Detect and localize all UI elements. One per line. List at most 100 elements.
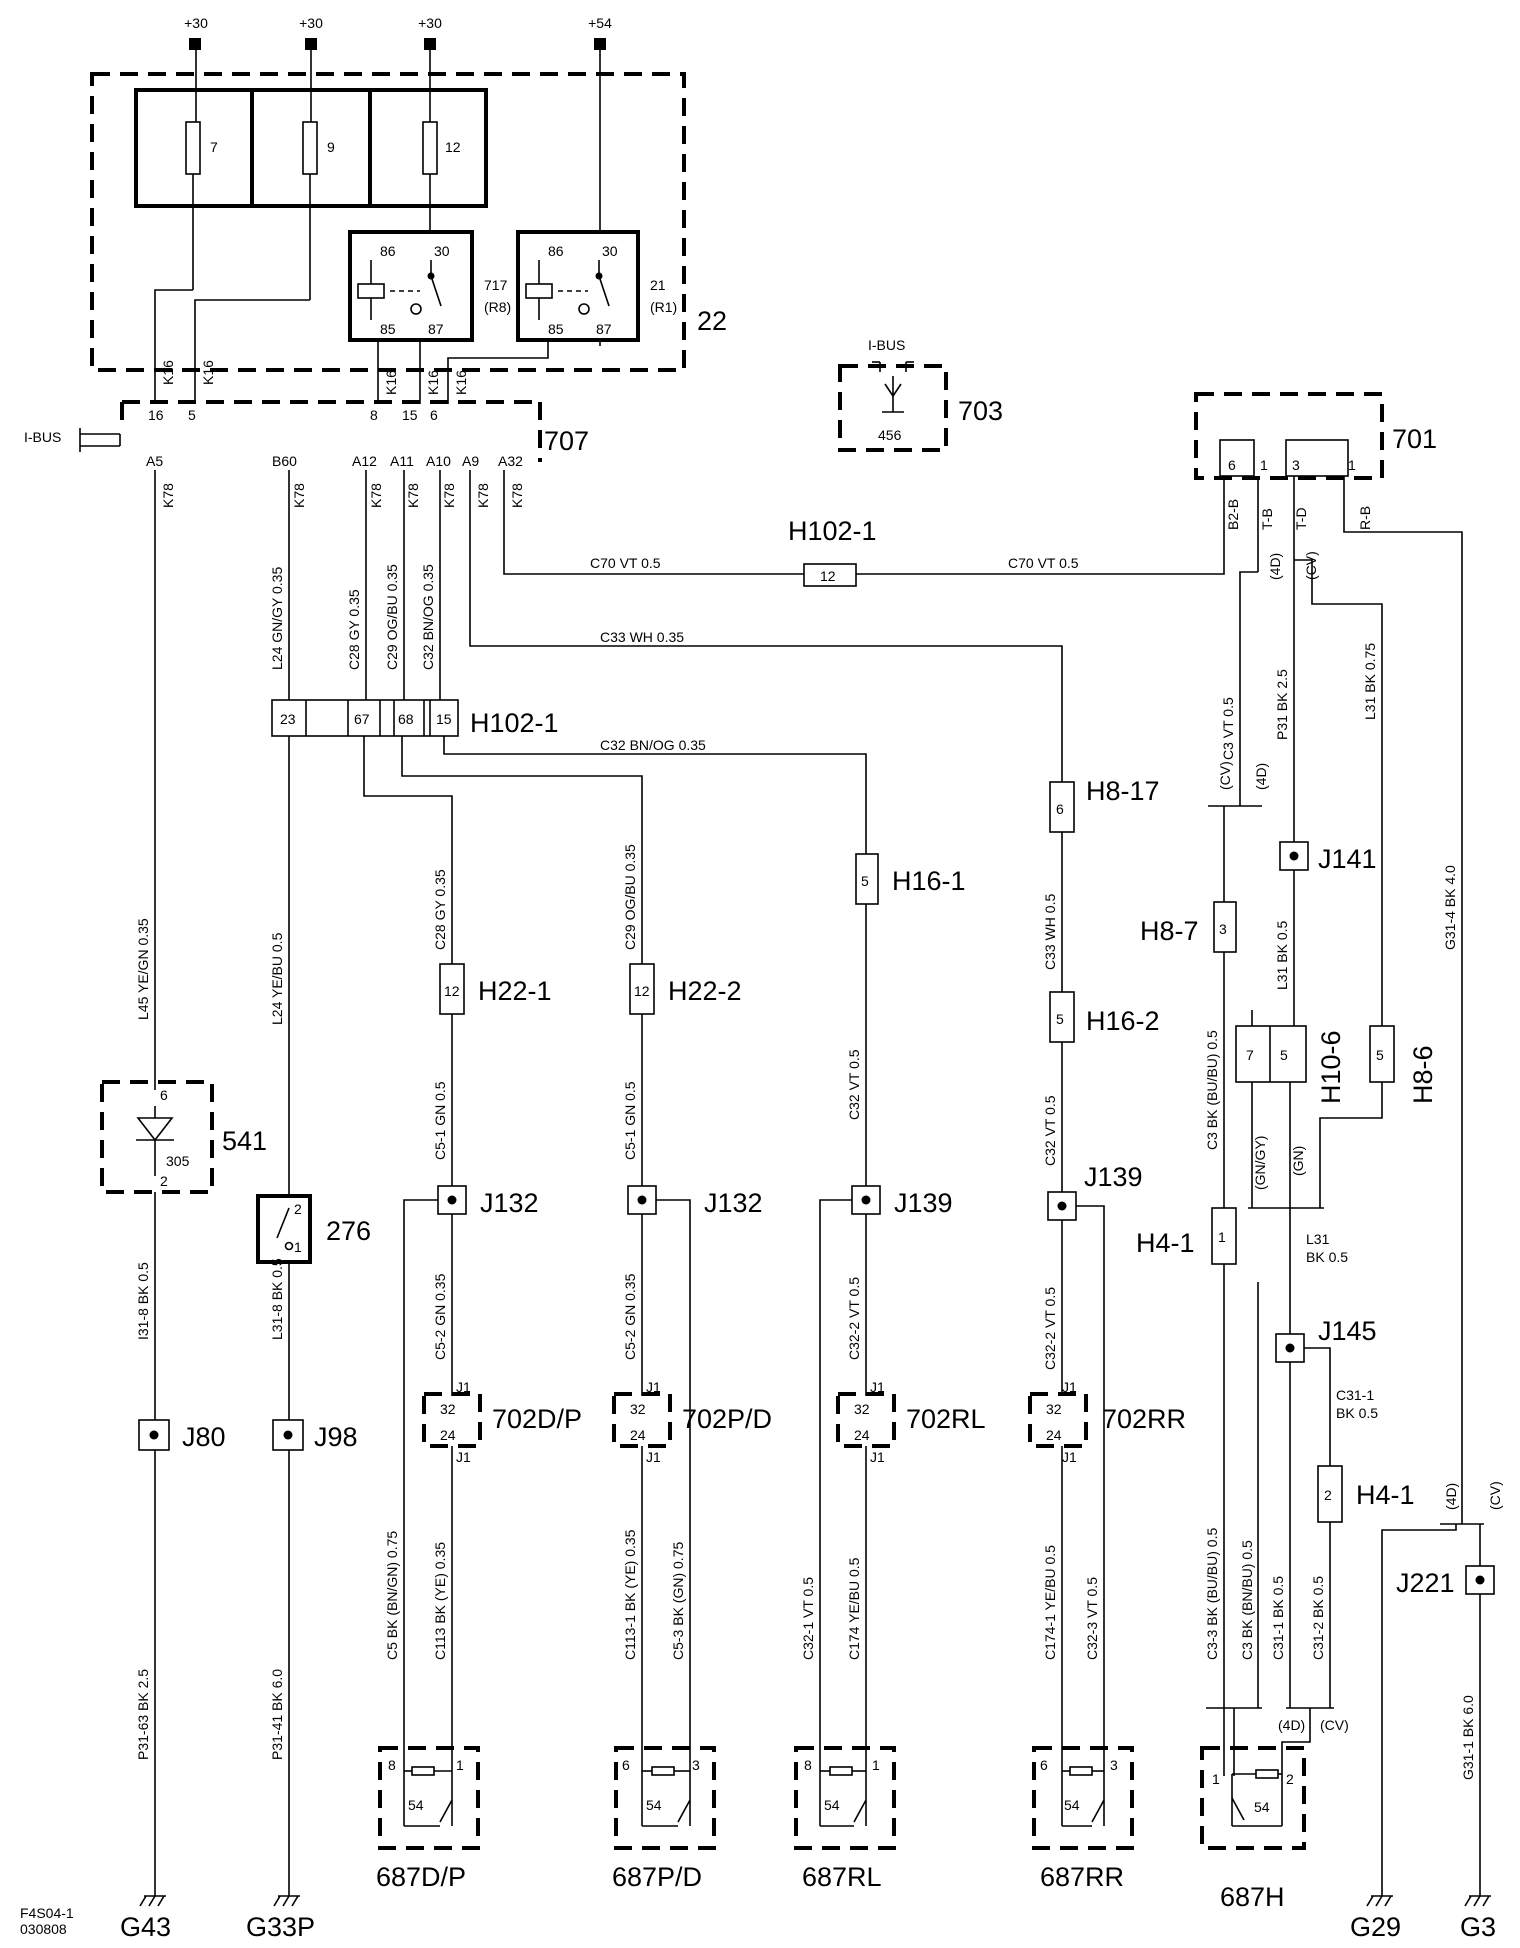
fuse-number: 7: [210, 139, 218, 155]
wire-label: C113-1 BK (YE) 0.35: [622, 1529, 638, 1660]
wire-label: BK 0.5: [1306, 1249, 1348, 1265]
wire-label: C3 VT 0.5: [1220, 697, 1236, 760]
connector-h8-7: [1213, 901, 1237, 953]
pin-number: 32: [630, 1401, 646, 1417]
relay-pin: 85: [380, 321, 396, 337]
fuse-number: 9: [327, 139, 335, 155]
wire-label: C5-2 GN 0.35: [432, 1273, 448, 1360]
wire-label: C32 VT 0.5: [1042, 1095, 1058, 1166]
module-22-label: 22: [697, 306, 727, 336]
column-d-p: C28 GY 0.35 12 H22-1 C5-1 GN 0.5 J132 C5…: [363, 736, 582, 1766]
pin-number: 1: [456, 1757, 464, 1773]
relay-717: [348, 230, 474, 342]
pin-number: 8: [804, 1757, 812, 1773]
wire-label: K78: [291, 483, 307, 508]
wire-label: K78: [405, 483, 421, 508]
connector-label: H10-6: [1316, 1030, 1346, 1104]
joint-label: J132: [480, 1188, 539, 1218]
wire-label: G31-1 BK 6.0: [1460, 1695, 1476, 1780]
wire-label: C32-3 VT 0.5: [1084, 1577, 1100, 1660]
supply-terminals: +30 +30 +30 +54: [184, 15, 612, 50]
pin-number: 6: [1040, 1757, 1048, 1773]
relay-21: [516, 230, 640, 342]
supply-label: +54: [588, 15, 612, 31]
module-702dp: [422, 1392, 482, 1448]
relay-id: 21: [650, 277, 666, 293]
joint-label: J80: [182, 1422, 226, 1452]
wire-label: C32-1 VT 0.5: [800, 1577, 816, 1660]
wire-label: I31-8 BK 0.5: [135, 1262, 151, 1340]
connector-label: H16-2: [1086, 1006, 1160, 1036]
ibus-left: I-BUS: [24, 428, 121, 452]
component-703: I-BUS 456 703: [838, 337, 1003, 452]
pin-number: 5: [188, 407, 196, 423]
pin-number: 32: [440, 1401, 456, 1417]
connector-h102-inline: [803, 563, 857, 587]
module-id: 702RR: [1102, 1404, 1186, 1434]
wire-label: C5-1 GN 0.5: [432, 1081, 448, 1160]
relay-pin: 85: [548, 321, 564, 337]
variant-label: (4D): [1253, 763, 1269, 790]
wire-label: K78: [475, 483, 491, 508]
conn-label: J1: [1062, 1449, 1077, 1465]
pin-label: A9: [462, 453, 479, 469]
connector-h102-block: 23 67 68 15 H102-1: [271, 699, 559, 738]
pin-number: 6: [1056, 801, 1064, 817]
wire-label: C5-1 GN 0.5: [622, 1081, 638, 1160]
pin-label: A12: [352, 453, 377, 469]
module-id: 701: [1392, 424, 1437, 454]
heater-687rl: [794, 1746, 896, 1850]
heater-element-icon: [1069, 1766, 1093, 1776]
variant-label: (4D): [1443, 1483, 1459, 1510]
wire-label: C3 BK (BN/BU) 0.5: [1239, 1540, 1255, 1660]
footer-code: F4S04-1 030808: [20, 1905, 74, 1937]
fuse-icon: [302, 121, 318, 175]
wire-label: L31-8 BK 0.5: [269, 1258, 285, 1340]
connector-label: H8-6: [1408, 1045, 1438, 1104]
connector-label: H8-7: [1140, 916, 1199, 946]
pin-number: 1: [1348, 457, 1356, 473]
wire-label: C113 BK (YE) 0.35: [432, 1542, 448, 1660]
module-702rr: [1028, 1392, 1088, 1448]
wire-label: C32-2 VT 0.5: [1042, 1287, 1058, 1370]
ground-label: G29: [1350, 1912, 1401, 1942]
joint-label: J139: [894, 1188, 953, 1218]
joint-label: J145: [1318, 1316, 1377, 1346]
connector-h22-2: [629, 963, 655, 1015]
relay-pin: 87: [596, 321, 612, 337]
conn-label: J1: [456, 1379, 471, 1395]
column-p-d: C29 OG/BU 0.35 12 H22-2 C5-1 GN 0.5 J132…: [401, 736, 772, 1766]
wire-label: C29 OG/BU 0.35: [384, 564, 400, 670]
pin-number: 5: [1376, 1047, 1384, 1063]
heater-num: 54: [1254, 1799, 1270, 1815]
conn-label: J1: [646, 1449, 661, 1465]
switch-icon: [276, 1207, 290, 1239]
relay-pin: 30: [434, 243, 450, 259]
pin-number: 2: [1286, 1771, 1294, 1787]
joint-label: J221: [1396, 1568, 1455, 1598]
fuse-icon: [422, 121, 438, 175]
heater-num: 54: [646, 1797, 662, 1813]
joint-label: J141: [1318, 844, 1377, 874]
ibus-label: I-BUS: [868, 337, 905, 353]
wire-label: K78: [509, 483, 525, 508]
connector-h16-2: [1049, 991, 1075, 1043]
heater-687dp: [378, 1746, 480, 1850]
conn-label: J1: [870, 1379, 885, 1395]
pin-number: 32: [854, 1401, 870, 1417]
heaters-row: 8 1 54 687D/P 6 3 54 687P/D 8 1 5: [376, 1746, 1306, 1912]
pin-number: 12: [820, 568, 836, 584]
module-707-label: 707: [544, 426, 589, 456]
wire-label: C5-3 BK (GN) 0.75: [670, 1542, 686, 1660]
relay-pin: 87: [428, 321, 444, 337]
heater-id: 687H: [1220, 1882, 1285, 1912]
ground-label: G33P: [246, 1912, 315, 1942]
column-rr: 6 H8-17 C33 WH 0.5 5 H16-2 C32 VT 0.5 J1…: [1028, 776, 1186, 1766]
wire-label: L31 BK 0.5: [1274, 921, 1290, 990]
pin-number: 67: [354, 711, 370, 727]
columns-a12-a11-a10: C28 GY 0.35 C29 OG/BU 0.35 C32 BN/OG 0.3…: [346, 470, 441, 700]
variant-label: (CV): [1487, 1481, 1503, 1510]
relay-id: 717: [484, 277, 508, 293]
pin-number: 12: [634, 983, 650, 999]
